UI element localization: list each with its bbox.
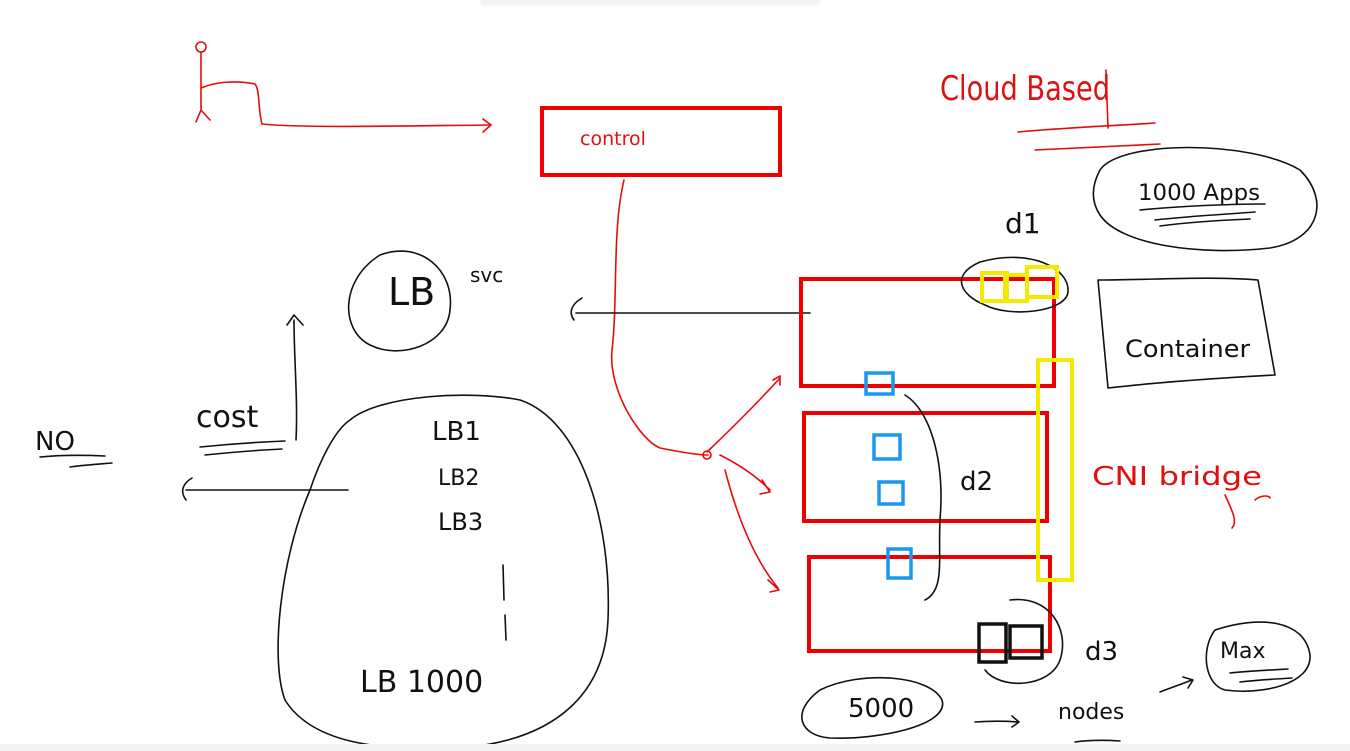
cloud-based-note: Cloud Based [940, 69, 1161, 151]
svc-label: svc [470, 263, 503, 287]
cost-label: cost [196, 400, 258, 435]
container-shape: Container [1097, 277, 1276, 389]
pod-d3-ellipse [984, 598, 1064, 685]
pod-d3-1 [977, 622, 1008, 664]
ellipsis-dots [502, 564, 507, 641]
node-d2-box [802, 411, 1049, 523]
node-d2: d2 [802, 411, 1049, 523]
lb-list-blob: LB1 LB2 LB3 LB 1000 [277, 394, 610, 750]
cloud-based-label: Cloud Based [940, 69, 1110, 109]
node-d3-box [807, 555, 1052, 653]
arrow-to-d2 [719, 454, 771, 495]
d3-label: d3 [1085, 637, 1118, 667]
arrow-to-d3 [724, 469, 780, 593]
pod-d2-1 [872, 433, 902, 461]
lb2-label: LB2 [438, 466, 479, 491]
top-toolbar-edge [480, 0, 820, 4]
to-nodes-arrow [974, 715, 1020, 728]
blue-pods-link [904, 394, 942, 601]
apps-label: 1000 Apps [1138, 181, 1260, 206]
pod-d1-3 [1025, 265, 1059, 299]
user-to-control-arrow [195, 52, 491, 128]
apps-bubble: 1000 Apps [1092, 146, 1318, 252]
arrow-to-d1 [706, 375, 781, 453]
node-d1-box [799, 277, 1056, 388]
pod-d1-blue [864, 371, 895, 396]
cni-bridge-label: CNI bridge [1092, 462, 1262, 492]
bottom-edge [0, 744, 1350, 751]
control-plane: control [540, 106, 782, 177]
pod-d3-blue [886, 547, 913, 580]
no-label: NO [35, 427, 75, 457]
node-d3: d3 [807, 547, 1118, 685]
arrowhead-icon [181, 477, 193, 501]
d2-label: d2 [960, 467, 993, 497]
max-label: Max [1220, 639, 1265, 664]
node-count-note: 5000 nodes Max [801, 621, 1311, 743]
cost-up-arrow [286, 314, 304, 441]
arrowhead-icon [570, 297, 583, 321]
pod-d2-2 [877, 480, 905, 506]
pod-group-ellipse [960, 256, 1069, 313]
user-stick-figure [195, 41, 492, 133]
d1-label: d1 [1005, 207, 1041, 240]
lb1-label: LB1 [432, 417, 481, 447]
control-to-nodes-line [610, 179, 709, 456]
cni-bridge-bar [1036, 358, 1074, 582]
container-label: Container [1125, 335, 1250, 363]
to-max-arrow [1159, 676, 1194, 693]
nodes-label: nodes [1058, 700, 1124, 725]
pod-d3-2 [1008, 624, 1044, 660]
lb-label: LB [388, 270, 435, 314]
node-d1: d1 [799, 207, 1069, 396]
k5000-label: 5000 [848, 694, 914, 724]
control-box [540, 106, 782, 177]
lb-service: LB svc [347, 250, 503, 352]
arrowhead-icon [482, 118, 492, 133]
lb1000-label: LB 1000 [360, 665, 483, 700]
lb3-label: LB3 [438, 508, 483, 536]
control-label: control [580, 128, 646, 150]
